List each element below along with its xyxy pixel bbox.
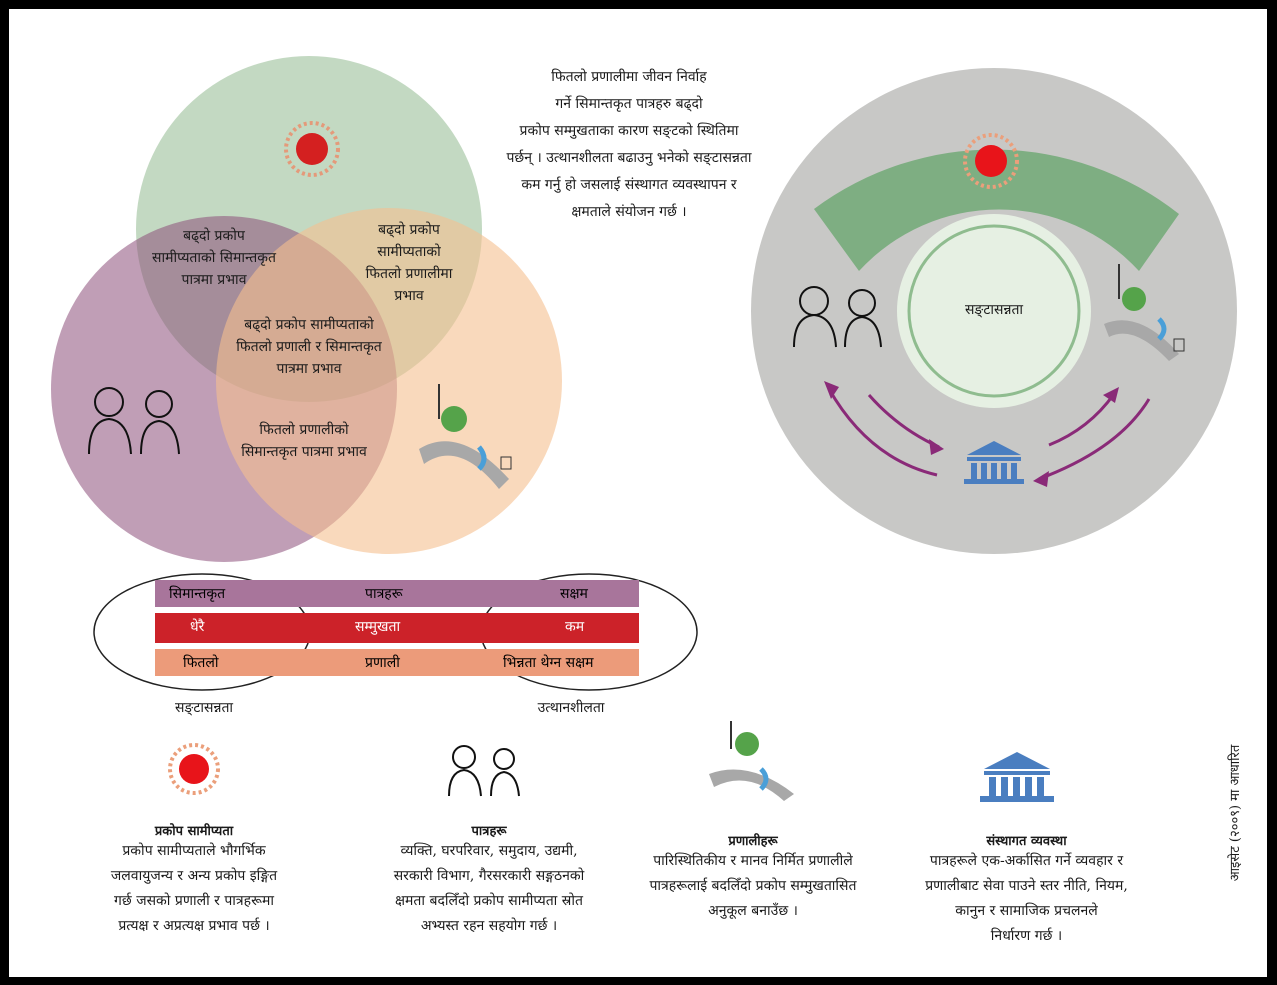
venn-line: फितलो प्रणालीमा bbox=[365, 266, 453, 282]
bar-actors-left: सिमान्तकृत bbox=[169, 586, 226, 602]
venn-line: बढ्दो प्रकोप bbox=[183, 228, 245, 244]
bar-exposure-left: धेरै bbox=[190, 619, 205, 635]
systems-icon-right bbox=[1104, 264, 1185, 361]
actors-legend-icon bbox=[448, 745, 520, 797]
legend-actors: पात्रहरू व्यक्ति, घरपरिवार, समुदाय, उद्य… bbox=[364, 821, 614, 939]
legend-line: अभ्यस्त रहन सहयोग गर्छ । bbox=[420, 918, 558, 934]
legend-title: पात्रहरू bbox=[471, 824, 507, 839]
legend-line: निर्धारण गर्छ । bbox=[990, 928, 1063, 944]
vulnerability-label: सङ्टासन्नता bbox=[174, 700, 234, 716]
legend-line: प्रणालीबाट सेवा पाउने स्तर नीति, नियम, bbox=[925, 878, 1128, 894]
venn-diagram bbox=[51, 56, 1237, 802]
systems-legend-icon bbox=[709, 721, 794, 801]
venn-line: पात्रमा प्रभाव bbox=[181, 272, 247, 288]
legend-line: सरकारी विभाग, गैरसरकारी सङ्गठनको bbox=[393, 868, 585, 884]
bar-actors-right: सक्षम bbox=[560, 586, 588, 602]
bar-systems-right: भिन्नता थेग्न सक्षम bbox=[503, 655, 594, 671]
bar-exposure-right: कम bbox=[565, 619, 585, 635]
bar-exposure-mid: सम्मुखता bbox=[355, 619, 401, 635]
resilience-label: उत्थानशीलता bbox=[537, 700, 605, 716]
legend-line: अनुकूल बनाउँछ । bbox=[708, 903, 798, 919]
legend-line: पात्रहरूलाई बदलिँदो प्रकोप सम्मुखतासित bbox=[649, 878, 857, 894]
bar-exposure: धेरै सम्मुखता कम bbox=[155, 613, 639, 643]
right-sun-icon bbox=[963, 133, 1019, 189]
systems-circle bbox=[216, 208, 562, 554]
institution-icon-right bbox=[964, 441, 1024, 484]
hazard-legend-icon bbox=[168, 743, 220, 795]
legend-title: प्रकोप सामीप्यता bbox=[154, 824, 234, 839]
people-icon-right bbox=[793, 286, 882, 348]
institution-legend-icon bbox=[980, 752, 1054, 802]
legend-line: गर्छ जसको प्रणाली र पात्रहरूमा bbox=[114, 893, 274, 909]
venn-line: फितलो प्रणालीको bbox=[259, 422, 349, 438]
venn-line: बढ्दो प्रकोप सामीप्यताको bbox=[244, 317, 374, 333]
intro-text: फितलो प्रणालीमा जीवन निर्वाह गर्ने सिमान… bbox=[469, 64, 789, 226]
legend-line: क्षमता बदलिँदो प्रकोप सामीप्यता स्रोत bbox=[395, 893, 583, 909]
venn-line: सिमान्तकृत पात्रमा प्रभाव bbox=[241, 444, 367, 460]
intro-line: पर्छन् । उत्थानशीलता बढाउनु भनेको सङ्टास… bbox=[506, 150, 752, 166]
venn-line: सामीप्यताको सिमान्तकृत bbox=[152, 250, 276, 266]
venn-line: पात्रमा प्रभाव bbox=[276, 361, 342, 377]
vulnerability-center-label: सङ्टासन्नता bbox=[964, 302, 1024, 318]
intro-line: प्रकोप सम्मुखताका कारण सङ्टको स्थितिमा bbox=[519, 123, 739, 139]
bar-systems: फितलो प्रणाली भिन्नता थेग्न सक्षम bbox=[155, 649, 639, 676]
bar-systems-mid: प्रणाली bbox=[365, 655, 400, 671]
hazard-sun-icon bbox=[284, 121, 340, 177]
legend-line: पारिस्थितिकीय र मानव निर्मित प्रणालीले bbox=[653, 853, 853, 869]
label-hazard-systems: बढ्दो प्रकोप सामीप्यताको फितलो प्रणालीमा… bbox=[334, 219, 484, 307]
legend-line: व्यक्ति, घरपरिवार, समुदाय, उद्यमी, bbox=[400, 843, 578, 859]
venn-line: बढ्दो प्रकोप bbox=[378, 222, 440, 238]
venn-line: सामीप्यताको bbox=[377, 244, 441, 260]
intro-line: फितलो प्रणालीमा जीवन निर्वाह bbox=[551, 69, 707, 85]
legend-line: पात्रहरूले एक-अर्कासित गर्ने व्यवहार र bbox=[929, 853, 1124, 869]
people-icon-venn bbox=[88, 387, 180, 455]
bar-actors-mid: पात्रहरू bbox=[365, 586, 403, 602]
legend-systems: प्रणालीहरू पारिस्थितिकीय र मानव निर्मित … bbox=[622, 831, 884, 924]
legend-line: जलवायुजन्य र अन्य प्रकोप इङ्गित bbox=[110, 868, 278, 884]
bar-systems-left: फितलो bbox=[183, 655, 219, 671]
legend-institutions: संस्थागत व्यवस्था पात्रहरूले एक-अर्कासित… bbox=[894, 831, 1159, 949]
venn-line: प्रभाव bbox=[394, 288, 424, 304]
legend-hazard: प्रकोप सामीप्यता प्रकोप सामीप्यताले भौगर… bbox=[84, 821, 304, 939]
intro-line: गर्ने सिमान्तकृत पात्रहरु बढ्दो bbox=[555, 96, 703, 112]
venn-line: फितलो प्रणाली र सिमान्तकृत bbox=[236, 339, 382, 355]
legend-line: प्रत्यक्ष र अप्रत्यक्ष प्रभाव पर्छ । bbox=[118, 918, 270, 934]
diagram-frame: फितलो प्रणालीमा जीवन निर्वाह गर्ने सिमान… bbox=[9, 9, 1267, 977]
legend-title: प्रणालीहरू bbox=[728, 834, 778, 849]
intro-line: कम गर्नु हो जसलाई संस्थागत व्यवस्थापन र bbox=[521, 177, 737, 193]
source-note: आइसेट (२००९) मा आधारित bbox=[1228, 744, 1243, 882]
hazard-band bbox=[814, 149, 1179, 271]
systems-icon-venn bbox=[419, 384, 512, 489]
label-center: बढ्दो प्रकोप सामीप्यताको फितलो प्रणाली र… bbox=[199, 314, 419, 380]
label-hazard-actors: बढ्दो प्रकोप सामीप्यताको सिमान्तकृत पात्… bbox=[119, 225, 309, 291]
legend-line: कानुन र सामाजिक प्रचलनले bbox=[955, 903, 1098, 919]
legend-title: संस्थागत व्यवस्था bbox=[986, 834, 1067, 849]
bar-actors: सिमान्तकृत पात्रहरू सक्षम bbox=[155, 580, 639, 607]
intro-line: क्षमताले संयोजन गर्छ । bbox=[571, 204, 687, 220]
label-actors-systems: फितलो प्रणालीको सिमान्तकृत पात्रमा प्रभा… bbox=[214, 419, 394, 463]
legend-line: प्रकोप सामीप्यताले भौगर्भिक bbox=[122, 843, 266, 859]
